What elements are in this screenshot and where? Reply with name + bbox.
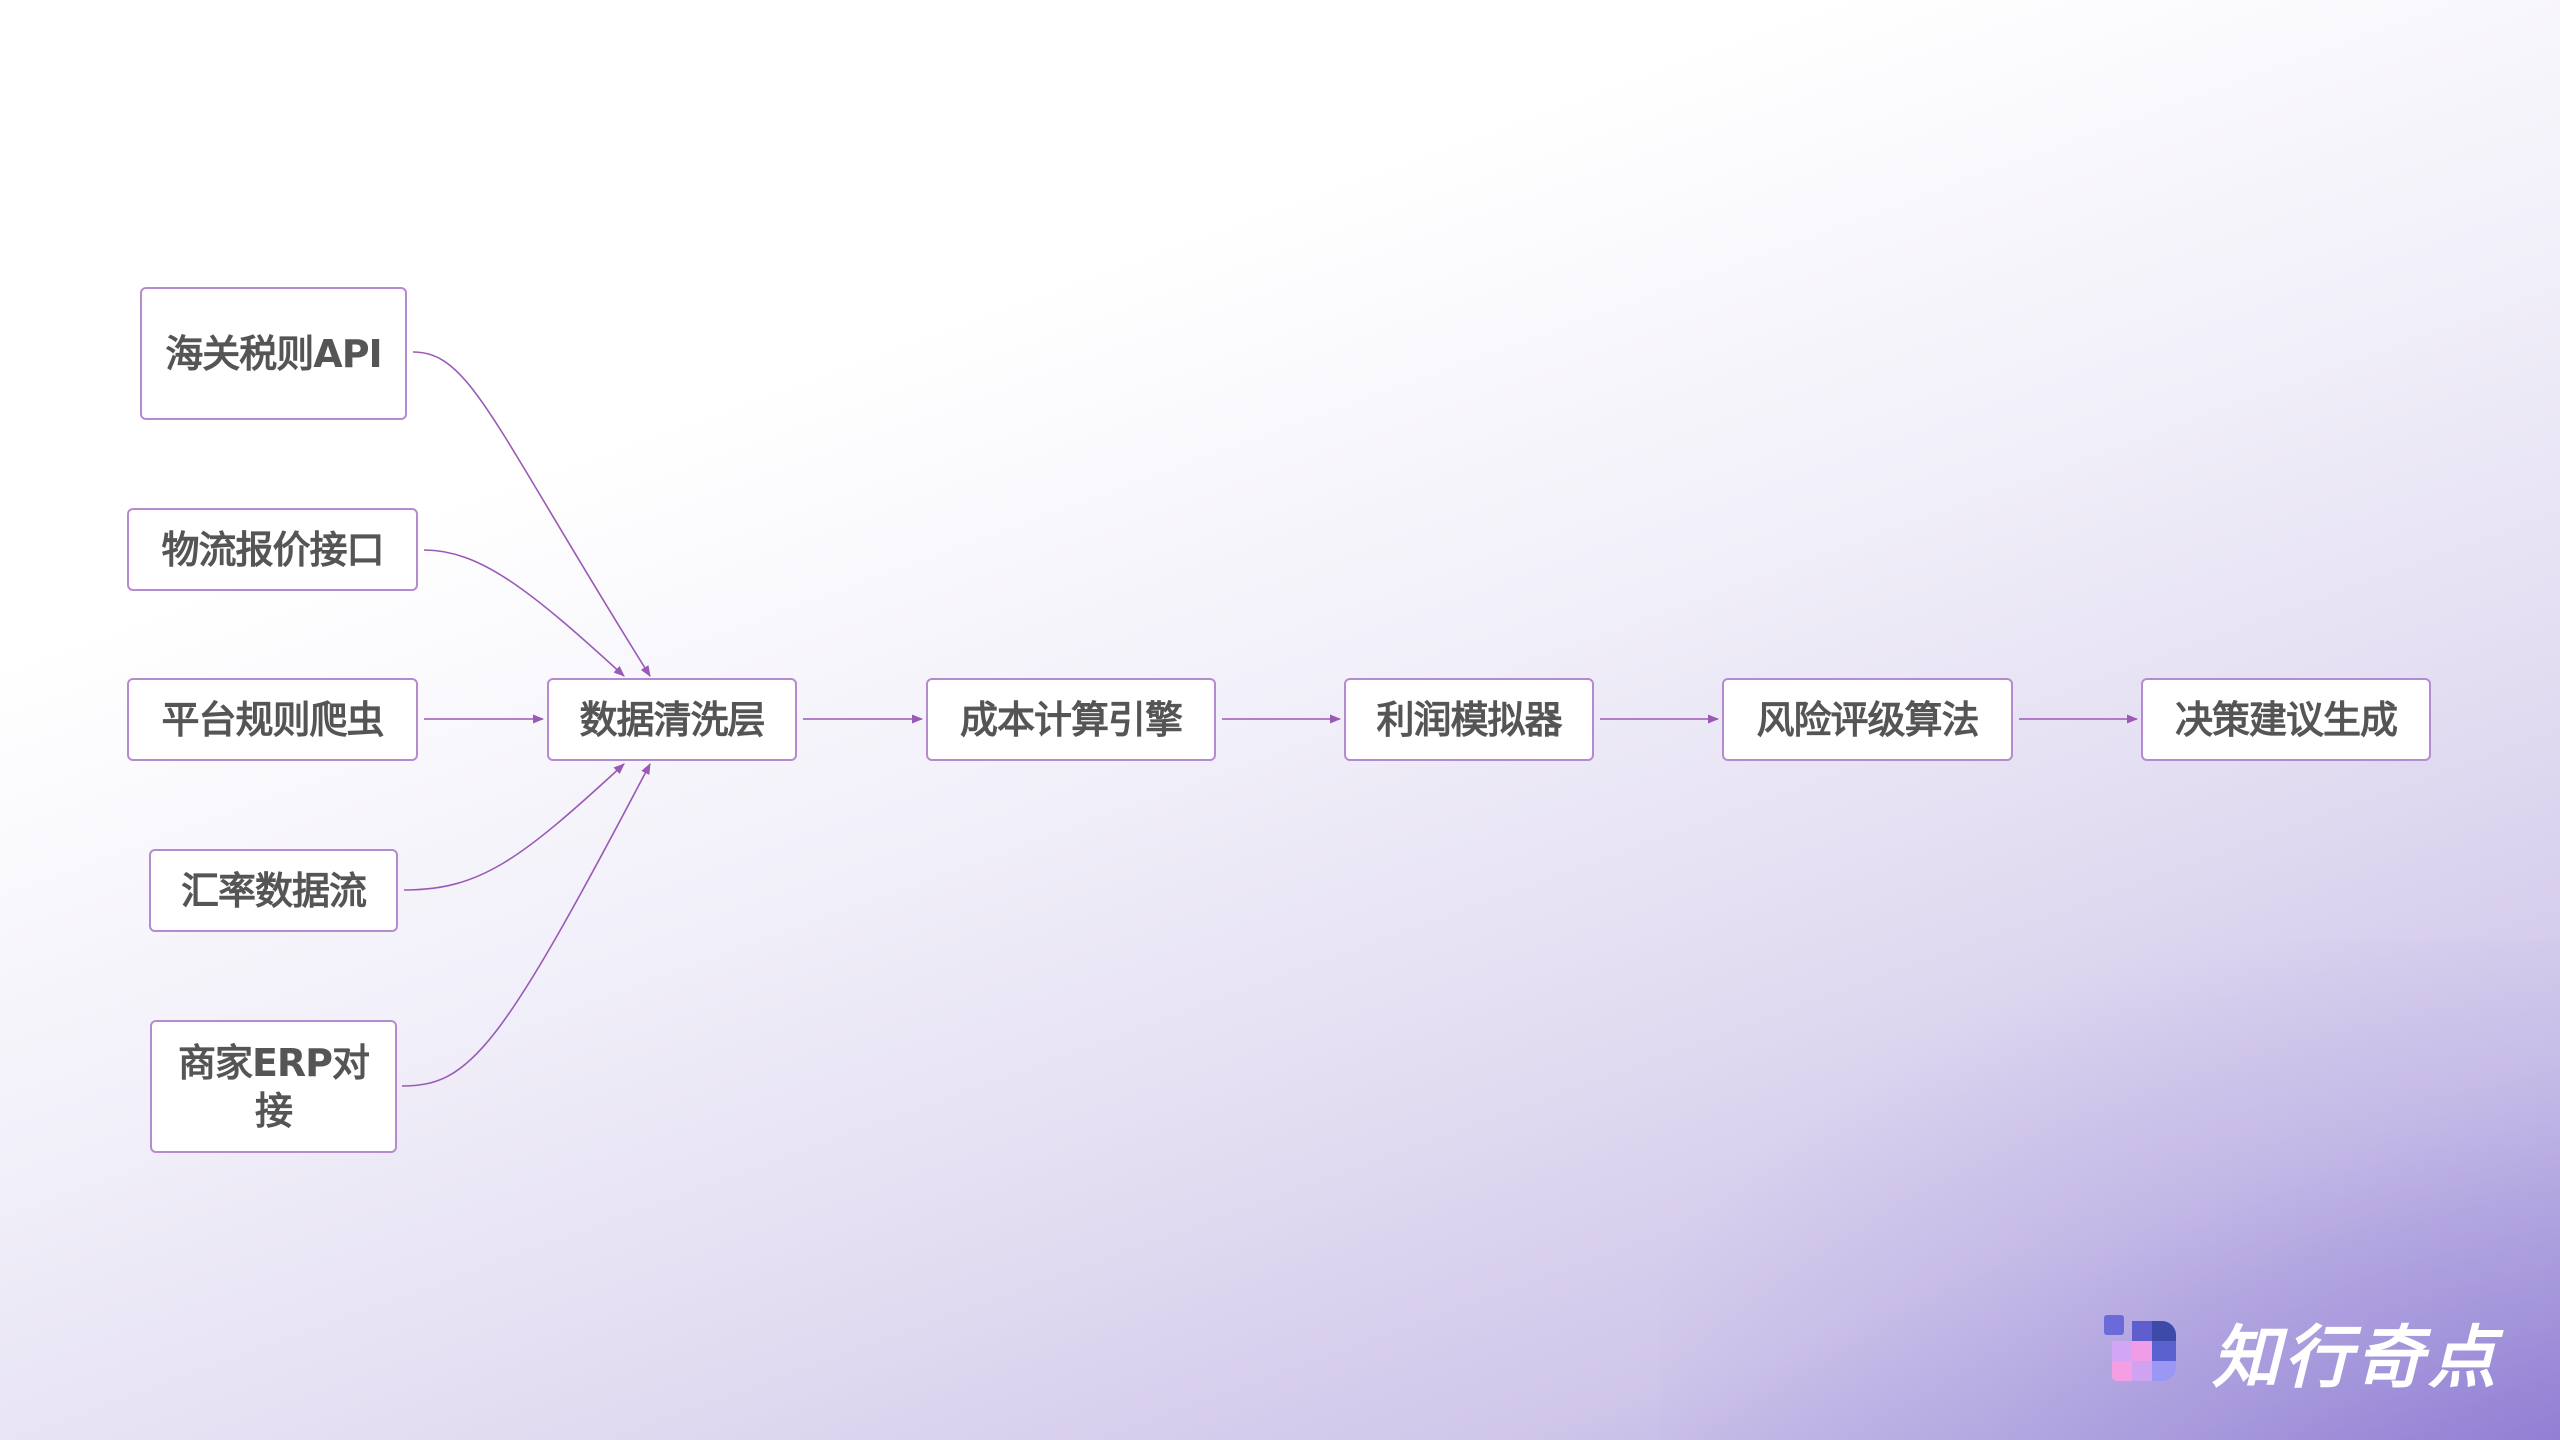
node-platform-rules-crawler[interactable]: 平台规则爬虫 xyxy=(127,678,418,761)
node-merchant-erp[interactable]: 商家ERP对接 xyxy=(150,1020,397,1153)
node-label: 数据清洗层 xyxy=(579,697,765,742)
node-risk-rating[interactable]: 风险评级算法 xyxy=(1722,678,2013,761)
node-label: 物流报价接口 xyxy=(161,527,384,572)
node-label: 汇率数据流 xyxy=(180,868,367,913)
brand-logo: 知行奇点 xyxy=(2104,1315,2500,1398)
edge-logistics-to-cleaning xyxy=(423,549,625,677)
edge-erp-to-cleaning xyxy=(401,763,651,1087)
edge-customs-to-cleaning xyxy=(412,351,651,677)
edge-fx-to-cleaning xyxy=(403,763,625,891)
node-fx-data-stream[interactable]: 汇率数据流 xyxy=(149,849,398,932)
node-decision-suggestion[interactable]: 决策建议生成 xyxy=(2141,678,2431,761)
node-label: 海关税则API xyxy=(165,331,382,376)
node-label: 利润模拟器 xyxy=(1376,697,1562,742)
node-label: 平台规则爬虫 xyxy=(161,697,384,742)
node-cost-engine[interactable]: 成本计算引擎 xyxy=(926,678,1216,761)
node-label: 风险评级算法 xyxy=(1756,697,1979,742)
node-data-cleaning-layer[interactable]: 数据清洗层 xyxy=(547,678,797,761)
pixel-grid-logo-icon xyxy=(2104,1315,2176,1387)
node-label: 商家ERP对接 xyxy=(177,1040,370,1133)
node-label: 决策建议生成 xyxy=(2174,697,2398,742)
node-profit-simulator[interactable]: 利润模拟器 xyxy=(1344,678,1594,761)
brand-name: 知行奇点 xyxy=(2212,1318,2501,1398)
node-customs-tariff-api[interactable]: 海关税则API xyxy=(140,287,407,420)
node-logistics-quote-interface[interactable]: 物流报价接口 xyxy=(127,508,418,591)
node-label: 成本计算引擎 xyxy=(959,697,1183,742)
